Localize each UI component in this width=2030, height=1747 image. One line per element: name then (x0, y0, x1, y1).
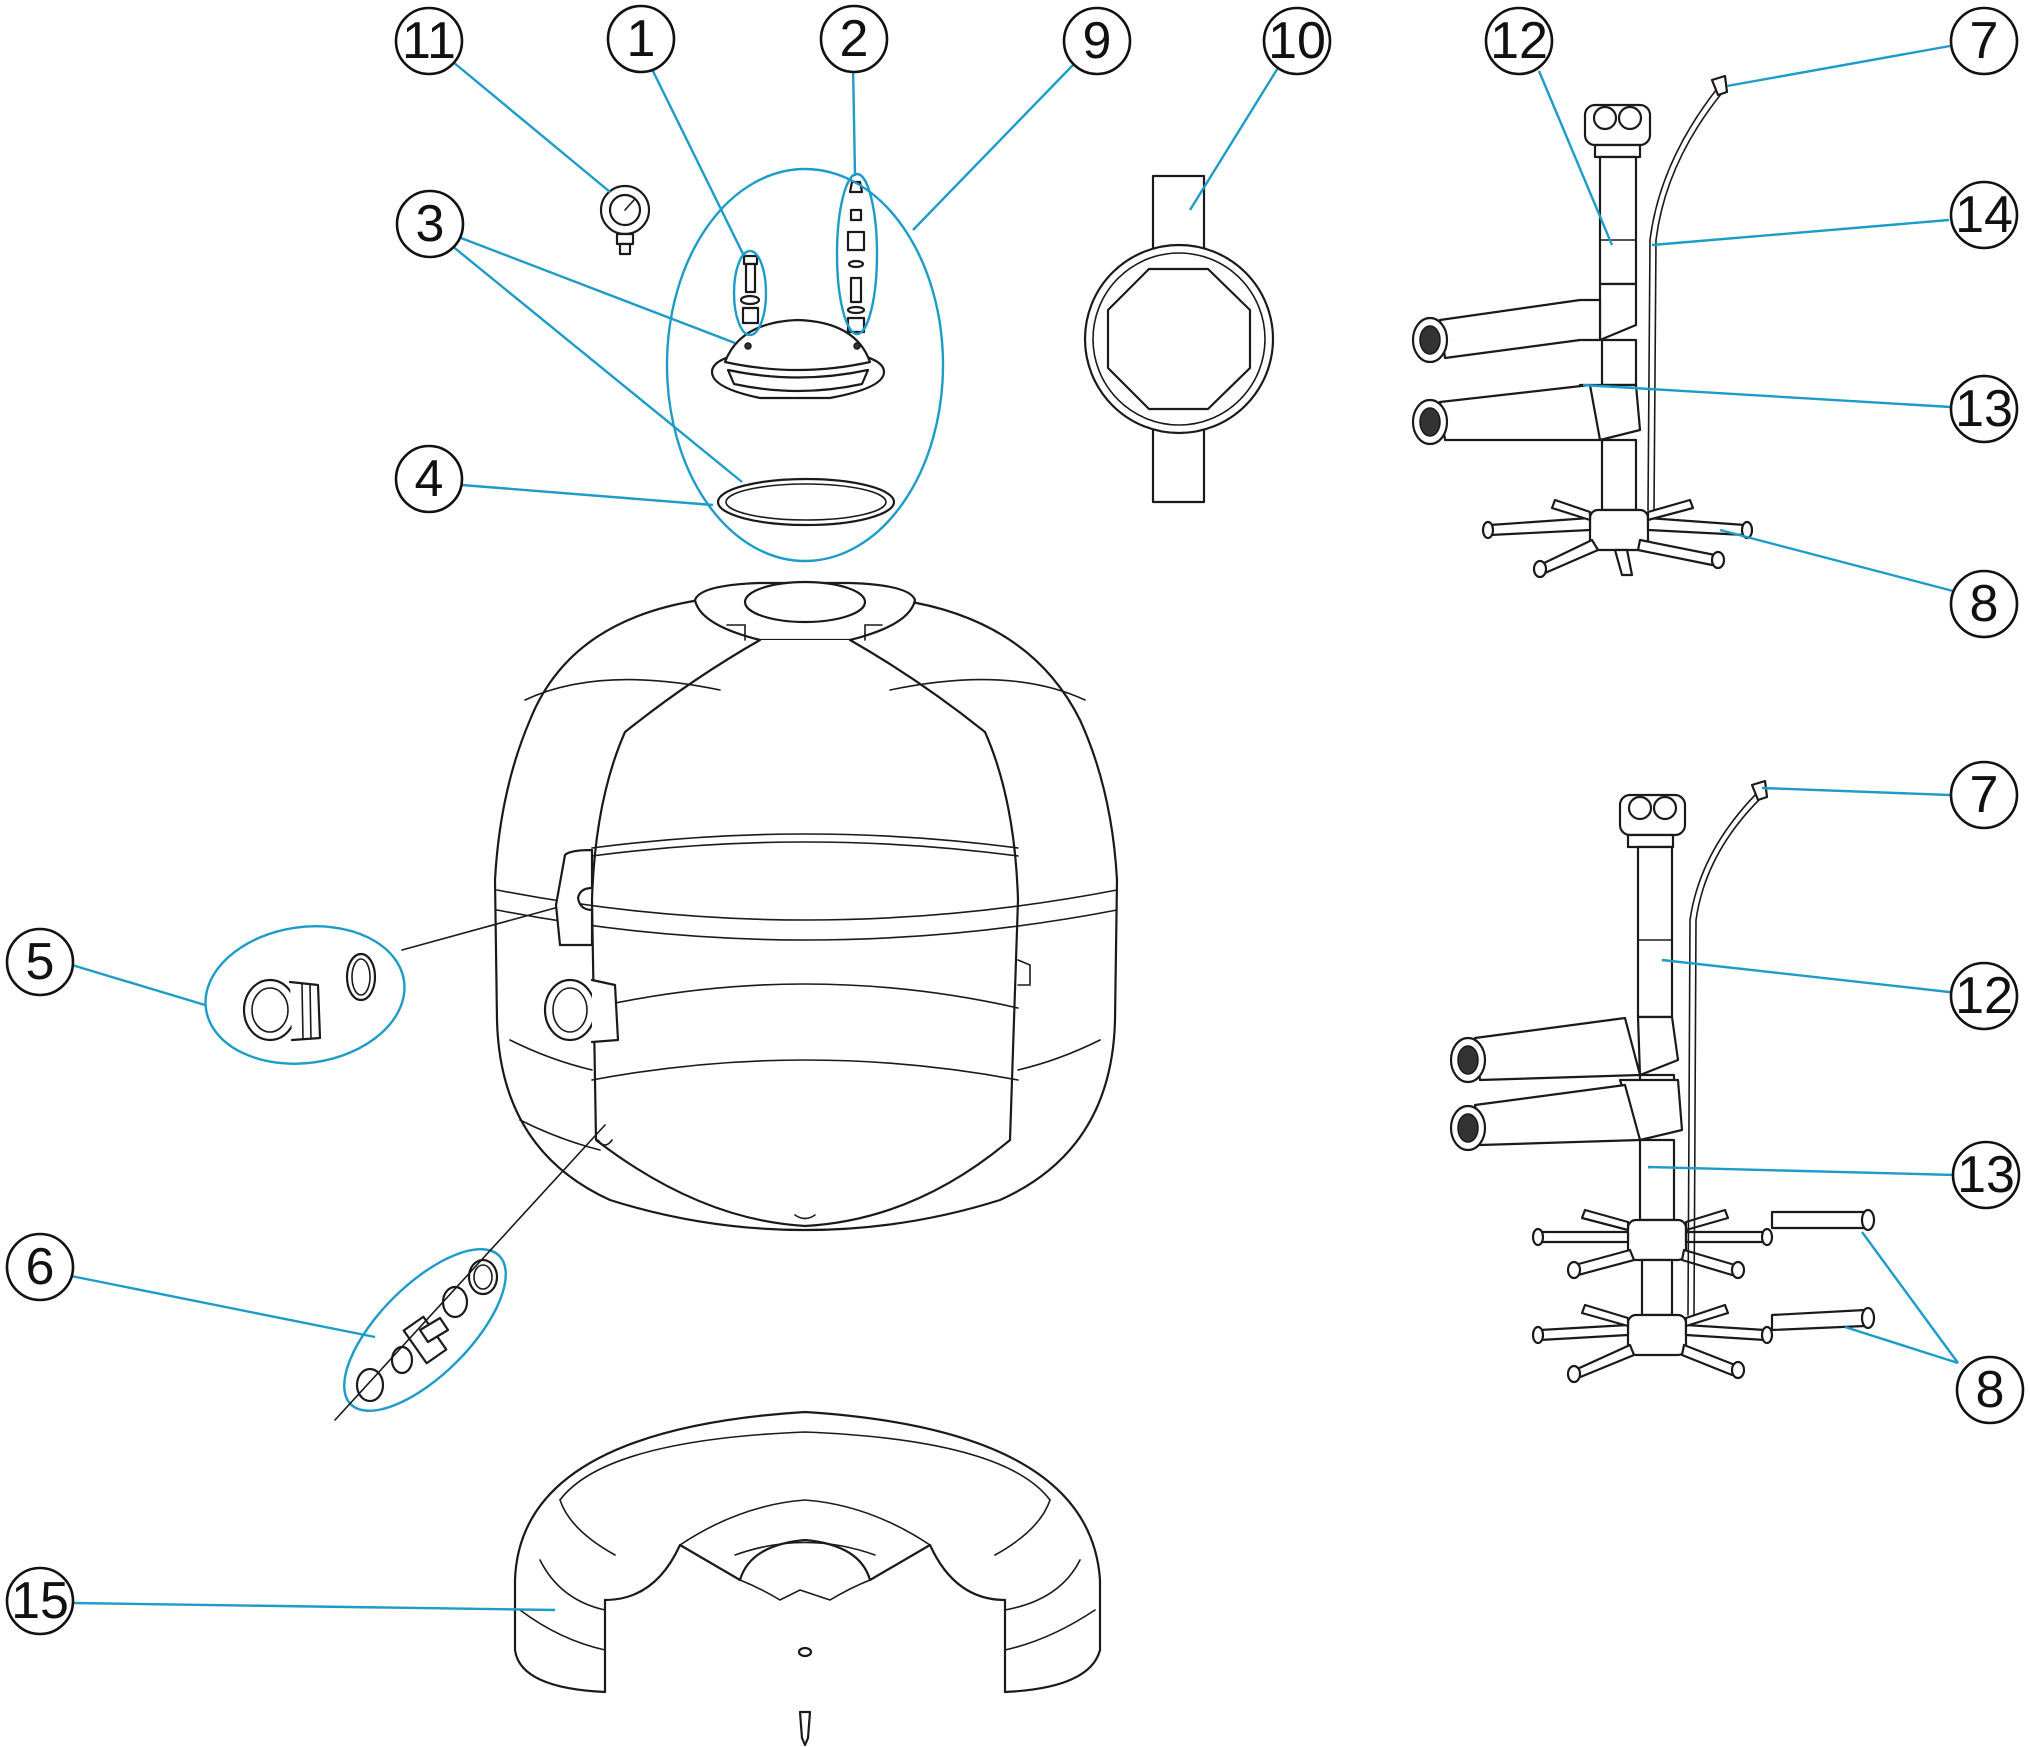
callout-1: 1 (606, 4, 676, 74)
callout-9: 9 (1062, 6, 1132, 76)
callout-15-label: 15 (11, 1572, 69, 1630)
callout-12-bottom-label: 12 (1955, 967, 2013, 1025)
callout-3-label: 3 (416, 195, 445, 253)
pressure-gauge (599, 184, 651, 256)
callout-13-bottom: 13 (1951, 1140, 2021, 1210)
callout-8-bottom: 8 (1955, 1355, 2025, 1425)
callout-8-top: 8 (1949, 569, 2019, 639)
filter-tank (493, 580, 1119, 1232)
callout-1-label: 1 (627, 10, 656, 68)
callout-10-label: 10 (1268, 12, 1326, 70)
callout-4: 4 (394, 444, 464, 514)
callout-12-bottom: 12 (1949, 961, 2019, 1031)
callout-13-top: 13 (1949, 374, 2019, 444)
callout-12-top-label: 12 (1490, 12, 1548, 70)
callout-7-top-label: 7 (1970, 12, 1999, 70)
callout-7-top: 7 (1949, 6, 2019, 76)
callout-10: 10 (1262, 6, 1332, 76)
callout-8-top-label: 8 (1970, 575, 1999, 633)
callout-14-label: 14 (1955, 186, 2013, 244)
callout-6: 6 (5, 1232, 75, 1302)
callout-7-bottom-label: 7 (1970, 766, 1999, 824)
lid-o-ring (716, 477, 896, 527)
side-fitting-set (242, 952, 377, 1042)
callout-3: 3 (395, 189, 465, 259)
filter-lid (710, 318, 886, 400)
callout-9-label: 9 (1083, 12, 1112, 70)
callout-13-top-label: 13 (1955, 380, 2013, 438)
callout-8-bottom-label: 8 (1976, 1361, 2005, 1419)
callout-5: 5 (5, 927, 75, 997)
lid-wrench (1083, 174, 1275, 504)
group-outlines (204, 167, 945, 1412)
callouts: 11 1 2 9 10 12 7 3 (5, 4, 2025, 1636)
callout-13-bottom-label: 13 (1957, 1146, 2015, 1204)
callout-2-label: 2 (840, 10, 869, 68)
callout-12-top: 12 (1484, 6, 1554, 76)
lid-bolt-set (739, 254, 761, 325)
callout-7-bottom: 7 (1949, 760, 2019, 830)
collector-assembly-double (1449, 779, 1876, 1384)
callout-6-label: 6 (26, 1238, 55, 1296)
callout-5-label: 5 (26, 933, 55, 991)
assembly-lines (334, 907, 606, 1421)
callout-4-label: 4 (415, 450, 444, 508)
callout-2: 2 (819, 4, 889, 74)
lid-screw-set (846, 180, 866, 334)
collector-assembly-single (1411, 74, 1754, 579)
callout-15: 15 (5, 1566, 75, 1636)
callout-14: 14 (1949, 180, 2019, 250)
tank-base (513, 1410, 1102, 1747)
callout-11: 11 (394, 6, 464, 76)
drain-assembly (355, 1258, 499, 1403)
callout-11-label: 11 (402, 12, 456, 70)
leader-lines (70, 44, 1959, 1612)
